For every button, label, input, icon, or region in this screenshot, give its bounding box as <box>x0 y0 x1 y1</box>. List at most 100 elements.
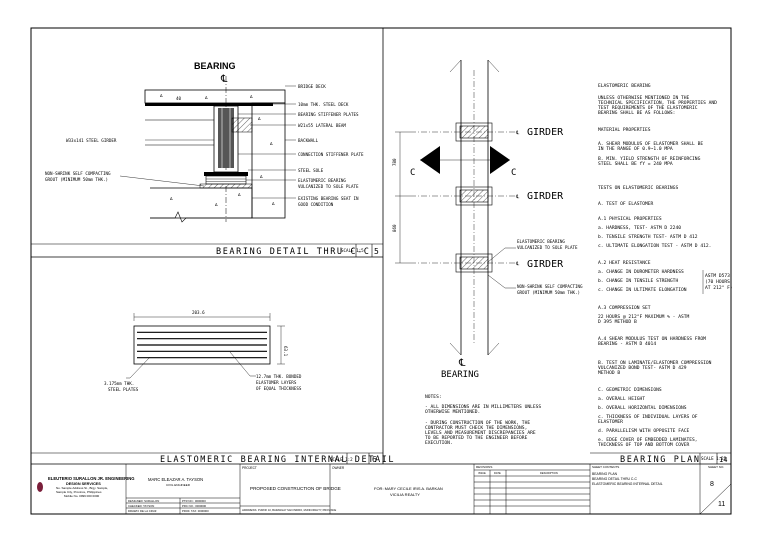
svg-text:LEVELS AND MEASUREMENT DISCREP: LEVELS AND MEASUREMENT DISCREPANCIES ARE <box>425 430 536 436</box>
svg-text:STEEL SHALL BE fY = 240 MPA: STEEL SHALL BE fY = 240 MPA <box>598 161 673 167</box>
bearing-detail-cc: BEARING ℄ 40 ∆∆∆ ∆∆∆∆ ∆∆∆ <box>31 61 383 257</box>
plan-label-elastomeric-1: ELASTOMERIC BEARING <box>517 239 565 244</box>
internal-label-right-2: ELASTOMER LAYERS <box>256 380 297 385</box>
plan-girder-3: GIRDER <box>527 259 564 270</box>
project-name: PROPOSED CONSTRUCTION OF BRIDGE <box>250 486 341 491</box>
svg-text:TESTS ON ELASTOMERIC BEARINGS: TESTS ON ELASTOMERIC BEARINGS <box>598 185 678 191</box>
svg-text:℄: ℄ <box>515 261 520 267</box>
svg-text:℄: ℄ <box>515 130 520 136</box>
section-c-left: C <box>410 168 415 178</box>
internal-label-right-3: OF EQUAL THICKNESS <box>256 386 302 391</box>
cc-label-stiffener: BEARING STIFFENER PLATES <box>298 112 359 117</box>
svg-text:b. TENSILE STRENGTH TEST- AS: b. TENSILE STRENGTH TEST- ASTM D 412 <box>598 234 698 240</box>
svg-text:c. ULTIMATE ELONGATION TEST: c. ULTIMATE ELONGATION TEST - ASTM D 412… <box>598 243 711 249</box>
svg-text:ADDRESS: ADDRESS <box>242 508 257 512</box>
internal-label-left-2: STEEL PLATES <box>108 387 139 392</box>
svg-text:DESCRIPTION: DESCRIPTION <box>540 471 558 475</box>
svg-text:∆: ∆ <box>249 94 253 99</box>
svg-text:ELASTOMERIC BEARING: ELASTOMERIC BEARING <box>598 83 651 89</box>
svg-text:B. MIN. YIELD STRENGTH OF RE: B. MIN. YIELD STRENGTH OF REINFORCING <box>598 156 701 162</box>
svg-text:EXECUTION.: EXECUTION. <box>425 440 453 446</box>
svg-text:SHEET CONTENTS: SHEET CONTENTS <box>592 465 619 469</box>
svg-text:℄: ℄ <box>515 194 520 200</box>
sheet-number: 8 <box>710 481 714 488</box>
svg-text:∆: ∆ <box>169 196 173 201</box>
svg-text:PTR NO.: 0000000: PTR NO.: 0000000 <box>182 499 206 503</box>
svg-text:d. PARALLELISM WITH OPPOSITE: d. PARALLELISM WITH OPPOSITE FACE <box>598 428 690 434</box>
svg-text:Mobile No. 0999 000 0000: Mobile No. 0999 000 0000 <box>64 494 100 498</box>
svg-text:CONTRACTOR MUST CHECK THE DIME: CONTRACTOR MUST CHECK THE DIMENSIONS, <box>425 425 527 431</box>
cc-label-deck: BRIDGE DECK <box>298 84 326 89</box>
svg-text:A.1 PHYSICAL PROPERTIES: A.1 PHYSICAL PROPERTIES <box>598 216 662 222</box>
svg-text:BEARING SHALL BE AS FOLLOWS:: BEARING SHALL BE AS FOLLOWS: <box>598 110 675 116</box>
svg-text:DRAWN: DE LA CRUZ: DRAWN: DE LA CRUZ <box>128 509 157 513</box>
owner-line-1: FOR: MARY CECILE IRIS A. BARKAN <box>374 486 443 491</box>
internal-scale: SCALE 1:2 <box>330 457 353 462</box>
plan-scale: SCALE 1:25 <box>701 456 727 461</box>
plan-number: 14 <box>719 456 727 464</box>
cc-label-girder: W33x141 STEEL GIRDER <box>66 138 117 143</box>
engineer-role: CIVIL ENGINEER <box>166 483 191 487</box>
internal-dim-height: 63.1 <box>283 346 288 357</box>
svg-text:℄: ℄ <box>458 358 466 369</box>
cc-label-backwall: BACKWALL <box>298 138 319 143</box>
svg-text:C. GEOMETRIC DIMENSIONS: C. GEOMETRIC DIMENSIONS <box>598 387 662 393</box>
svg-text:a. OVERALL HEIGHT: a. OVERALL HEIGHT <box>598 396 645 402</box>
svg-text:D 395 METHOD B: D 395 METHOD B <box>598 319 637 325</box>
cc-bearing-title: BEARING <box>194 61 236 71</box>
svg-text:AT 212° F): AT 212° F) <box>705 285 733 291</box>
svg-text:DESIGN SERVICES: DESIGN SERVICES <box>66 482 101 486</box>
internal-dim-width: 203.6 <box>192 310 205 315</box>
svg-text:A.3 COMPRESSION SET: A.3 COMPRESSION SET <box>598 305 651 311</box>
svg-text:BEARING DETAIL THRU C-C: BEARING DETAIL THRU C-C <box>592 477 638 481</box>
svg-text:BEARING - ASTM D 4014: BEARING - ASTM D 4014 <box>598 341 656 347</box>
svg-text:ELASTOMER: ELASTOMER <box>598 419 623 425</box>
svg-text:A.4 SHEAR MODULUS TEST ON HAR: A.4 SHEAR MODULUS TEST ON HARDNESS FROM <box>598 336 706 342</box>
cc-label-vulcanized: VULCANIZED TO SOLE PLATE <box>298 184 359 189</box>
cc-dim-top: 40 <box>176 96 182 101</box>
section-c-right: C <box>511 168 516 178</box>
specifications: ELASTOMERIC BEARING UNLESS OTHERWISE MEN… <box>598 83 733 448</box>
plan-label-elastomeric-2: VULCANIZED TO SOLE PLATE <box>517 245 578 250</box>
svg-text:ELASTOMERIC BEARING INTERNAL D: ELASTOMERIC BEARING INTERNAL DETAIL <box>592 482 663 486</box>
cc-label-grout-1: NON-SHRINK SELF COMPACTING <box>45 171 111 176</box>
svg-text:∆: ∆ <box>159 93 163 98</box>
plan-label-grout-1: NON-SHRINK SELF COMPACTING <box>517 284 583 289</box>
plan-dim-b: 860 <box>392 224 397 232</box>
svg-text:- DURING CONSTRUCTION OF THE: - DURING CONSTRUCTION OF THE WORK, THE <box>425 420 530 426</box>
engineer-name: MARC ELEAZAR A. TAYSON <box>148 477 203 482</box>
svg-text:PRC NO.: 0000000: PRC NO.: 0000000 <box>182 504 207 508</box>
owner-line-2: VICILIA REALTY <box>390 492 420 497</box>
firm-name: ELEUTERIO SURALLON JR. ENGINEERING <box>48 476 135 481</box>
plan-label-grout-2: GROUT (MINIMUM 50mm THK.) <box>517 290 580 295</box>
bearing-plan: 780 860 ℄ GIRDER ℄ GIRDER ℄ GIRDER C C E… <box>392 59 731 465</box>
svg-text:a. HARDNESS, TEST- ASTM D 22: a. HARDNESS, TEST- ASTM D 2240 <box>598 225 681 231</box>
cc-label-elastomeric: ELASTOMERIC BEARING <box>298 178 346 183</box>
plan-girder-2: GIRDER <box>527 191 564 202</box>
svg-text:TECHNICAL SPECIFICATION, THE P: TECHNICAL SPECIFICATION, THE PROPERTIES … <box>598 100 717 106</box>
cc-label-steel-deck: 10mm THK. STEEL DECK <box>298 102 349 107</box>
cc-label-lateral-beam: W21x55 LATERAL BEAM <box>298 123 346 128</box>
svg-text:PUROK 10, BARANGAY SAN ISIDRO,: PUROK 10, BARANGAY SAN ISIDRO, MUNICIPAL… <box>258 508 336 512</box>
svg-text:METHOD B: METHOD B <box>598 370 620 376</box>
svg-text:∆: ∆ <box>271 201 275 206</box>
sheet-total: 11 <box>718 501 725 508</box>
svg-text:VULCANIZED BOND TEST- ASTM D 4: VULCANIZED BOND TEST- ASTM D 429 <box>598 365 687 371</box>
svg-text:OTHERWISE MENTIONED.: OTHERWISE MENTIONED. <box>425 409 480 415</box>
svg-text:TEST REQUIREMENTS OF THE ELAST: TEST REQUIREMENTS OF THE ELASTOMERIC <box>598 105 698 111</box>
svg-text:A.2 HEAT RESISTANCE: A.2 HEAT RESISTANCE <box>598 260 651 266</box>
cc-label-condition: GOOD CONDITION <box>298 202 334 207</box>
svg-text:SHEET NO.: SHEET NO. <box>708 465 724 469</box>
svg-text:CHECKED: TAYSON: CHECKED: TAYSON <box>128 504 154 508</box>
svg-text:ASTM D573: ASTM D573 <box>705 273 730 279</box>
notes-title: NOTES: <box>425 394 442 400</box>
svg-text:REVISIONS: REVISIONS <box>476 465 492 469</box>
svg-text:∆: ∆ <box>257 116 261 121</box>
internal-label-right-1: 12.7mm THK. BONDED <box>256 374 302 379</box>
svg-text:BEARING PLAN: BEARING PLAN <box>592 472 618 476</box>
svg-text:22 HOURS @ 212°F MAXIMUM % - A: 22 HOURS @ 212°F MAXIMUM % - ASTM <box>598 314 690 320</box>
firm-logo-icon <box>37 482 43 492</box>
svg-text:No. Sample Address St., Brgy.: No. Sample Address St., Brgy. Sample, <box>56 486 108 490</box>
bearing-internal-detail: 203.6 63.1 3.175mm THK. STEEL PLATES 12.… <box>31 310 394 465</box>
